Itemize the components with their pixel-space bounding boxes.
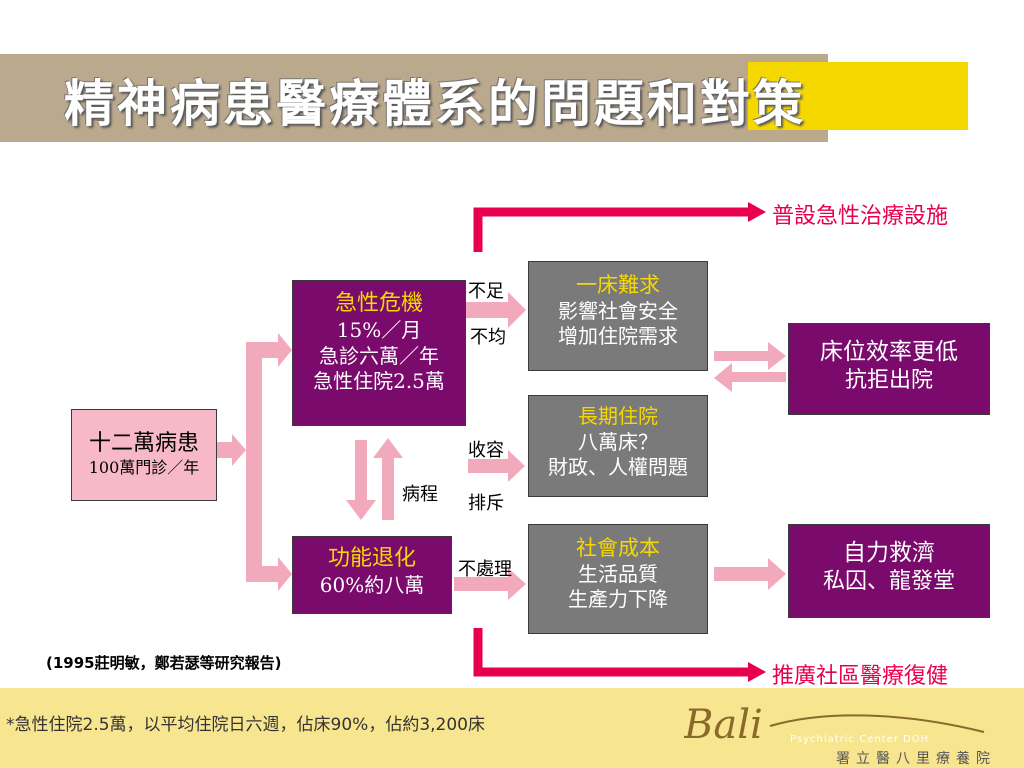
- bed-admission-demand: 增加住院需求: [558, 324, 678, 349]
- bed-social-safety: 影響社會安全: [558, 298, 678, 323]
- solution-path-top: [473, 207, 752, 252]
- arrow-course-down: [346, 440, 376, 520]
- logo-subtitle: Psychiatric Center DOH: [790, 734, 930, 745]
- reference-note: (1995莊明敏，鄭若瑟等研究報告): [46, 654, 282, 672]
- logo: Bali: [684, 702, 985, 748]
- title-highlight: 和對策: [647, 74, 806, 133]
- long-term-beds: 八萬床？: [578, 429, 658, 454]
- bed-shortage-head: 一床難求: [576, 273, 660, 297]
- arrow-decline-to-social: [454, 568, 526, 600]
- acute-emergency: 急診六萬／年: [319, 343, 439, 368]
- footnote: *急性住院2.5萬，以平均住院日六週，佔床90%，佔約3,200床: [6, 715, 485, 735]
- efficiency-head: 床位效率更低: [820, 339, 958, 365]
- solution-community-rehab: 推廣社區醫療復健: [772, 664, 949, 689]
- self-relief-box: 自力救濟 私囚、龍發堂: [788, 524, 990, 618]
- patients-visits: 100萬門診／年: [88, 458, 200, 478]
- efficiency-refuse: 抗拒出院: [844, 368, 933, 394]
- relief-places: 私囚、龍發堂: [822, 569, 955, 595]
- label-untreated: 不處理: [458, 559, 512, 580]
- patients-count: 十二萬病患: [88, 431, 199, 456]
- title-band: [0, 54, 828, 142]
- slide-title: 精神病患醫療體系的問題和對策: [64, 64, 806, 136]
- solution-arrowhead-bottom: [748, 662, 766, 682]
- footer-band: [0, 688, 1024, 768]
- bed-efficiency-box: 床位效率更低 抗拒出院: [788, 323, 990, 415]
- solution-acute-facilities: 普設急性治療設施: [772, 204, 949, 229]
- social-productivity: 生產力下降: [568, 587, 668, 612]
- logo-script: Bali: [684, 702, 763, 748]
- label-uneven: 不均: [470, 327, 506, 348]
- title-highlight-bg: [748, 62, 968, 130]
- arrow-to-decline: [246, 557, 292, 591]
- label-reject: 排斥: [468, 493, 504, 514]
- social-quality: 生活品質: [578, 561, 658, 586]
- arrow-efficiency-to-bed: [714, 363, 786, 392]
- acute-rate: 15%／月: [336, 318, 422, 343]
- decline-count: 60%約八萬: [319, 573, 425, 598]
- solution-path-bottom: [473, 628, 752, 677]
- solution-arrowhead-top: [748, 202, 766, 222]
- patients-box: 十二萬病患 100萬門診／年: [71, 409, 217, 501]
- label-admit: 收容: [468, 440, 504, 461]
- bed-shortage-box: 一床難求 影響社會安全 增加住院需求: [528, 261, 708, 371]
- long-term-issues: 財政、人權問題: [548, 455, 688, 480]
- arrow-patients-to-bracket: [215, 434, 246, 466]
- acute-crisis-head: 急性危機: [334, 291, 423, 316]
- bracket-stem: [246, 342, 262, 582]
- acute-crisis-box: 急性危機 15%／月 急診六萬／年 急性住院2.5萬: [292, 280, 466, 426]
- long-term-head: 長期住院: [578, 404, 658, 428]
- arrow-acute-to-bed: [465, 292, 526, 328]
- label-insufficient: 不足: [468, 281, 504, 302]
- arrow-to-longterm: [468, 450, 525, 482]
- arrow-course-up: [373, 438, 403, 520]
- logo-swoosh: [769, 714, 985, 733]
- acute-admission: 急性住院2.5萬: [313, 369, 445, 394]
- relief-head: 自力救濟: [843, 540, 935, 566]
- decline-head: 功能退化: [327, 546, 416, 571]
- title-main: 精神病患醫療體系的問題: [64, 74, 647, 133]
- logo-chinese-name: 署立醫八里療養院: [836, 751, 996, 767]
- arrow-to-acute: [246, 333, 292, 367]
- label-course: 病程: [402, 484, 438, 505]
- long-term-box: 長期住院 八萬床？ 財政、人權問題: [528, 395, 708, 497]
- social-cost-head: 社會成本: [576, 536, 660, 560]
- social-cost-box: 社會成本 生活品質 生產力下降: [528, 524, 708, 634]
- functional-decline-box: 功能退化 60%約八萬: [292, 536, 452, 614]
- arrow-social-to-relief: [714, 558, 786, 590]
- arrow-bed-to-efficiency: [714, 342, 786, 370]
